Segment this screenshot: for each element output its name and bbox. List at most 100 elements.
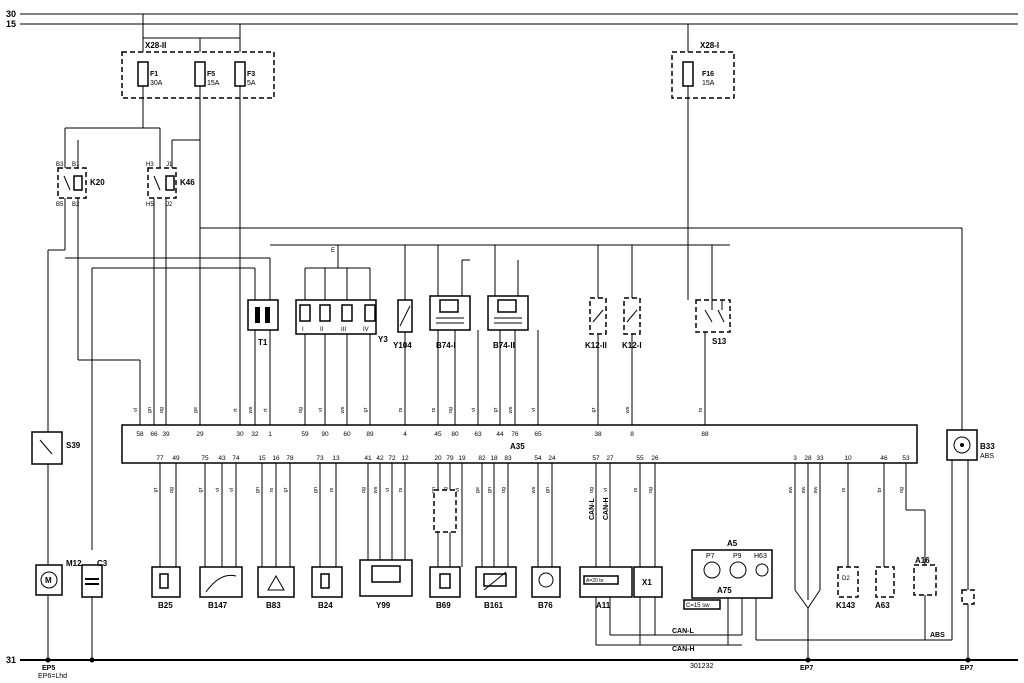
b147-label: B147 xyxy=(208,601,228,610)
distribution-bus: E xyxy=(65,227,963,550)
ground-merge-ep7: EP7 xyxy=(794,463,821,672)
k12-ii-label: K12-II xyxy=(585,341,607,350)
component-y99: Y99 xyxy=(359,463,413,610)
a35-bottom-pin: 13 xyxy=(332,455,340,462)
a35-bottom-pin: 26 xyxy=(651,455,659,462)
top-wire-color-tag: vi xyxy=(133,408,139,412)
a35-top-pin: 45 xyxy=(434,431,442,438)
a35-bottom-pin: 53 xyxy=(902,455,910,462)
component-b161: B161 xyxy=(475,463,517,610)
a35-top-pin: 76 xyxy=(511,431,519,438)
component-y104: Y104 xyxy=(393,299,413,425)
fuse-f1-rating: 30A xyxy=(150,80,163,87)
a35-bottom-pin: 10 xyxy=(844,455,852,462)
top-wire-color-tag: ge xyxy=(193,407,199,413)
a35-bottom-pin: 28 xyxy=(804,455,812,462)
bottom-wire-color-tag: gn xyxy=(313,487,319,493)
a35-bottom-pin: 24 xyxy=(548,455,556,462)
a35-top-pin: 60 xyxy=(343,431,351,438)
component-s39: S39 xyxy=(31,431,81,565)
top-wire-color-tag: og xyxy=(159,407,165,413)
a35-bottom-pin: 41 xyxy=(364,455,372,462)
k20-pin-b2: B2 xyxy=(72,202,80,208)
top-wire-color-tag: ws xyxy=(508,406,514,414)
component-t1: T1 xyxy=(247,299,279,425)
bottom-wire-color-tag: og xyxy=(361,487,367,493)
fuse-box-x28-ii: X28-II F1 30A F5 15A F3 5A xyxy=(121,14,275,99)
bottom-wire-color-tag: vi xyxy=(385,488,391,492)
a35-top-pin: 88 xyxy=(701,431,709,438)
a35-bottom-pin: 78 xyxy=(286,455,294,462)
component-b33: B33 ABS EP7 xyxy=(946,429,995,672)
rail-15-label: 15 xyxy=(6,19,16,29)
a35-top-pin: 80 xyxy=(451,431,459,438)
k46-pin-h5: H5 xyxy=(146,202,154,208)
a35-bottom-pin: 27 xyxy=(606,455,614,462)
bottom-wire-color-tag: sw xyxy=(813,487,819,494)
b161-label: B161 xyxy=(484,601,504,610)
a35-top-pin: 4 xyxy=(403,431,407,438)
t1-label: T1 xyxy=(258,338,268,347)
relay-k46-label: K46 xyxy=(180,178,195,187)
can-l-vertical-label: CAN-L xyxy=(589,498,596,520)
a35-bottom-pin: 72 xyxy=(388,455,396,462)
x1-label: X1 xyxy=(642,578,652,587)
a35-top-pin: 89 xyxy=(366,431,374,438)
p7-label: P7 xyxy=(706,553,715,560)
component-b24: B24 xyxy=(311,463,343,610)
b74-ii-label: B74-II xyxy=(493,341,515,350)
a35-bottom-pin: 19 xyxy=(458,455,466,462)
bottom-wire-color-tag: og xyxy=(169,487,175,493)
diagram-number: 301232 xyxy=(690,663,713,670)
s39-label: S39 xyxy=(66,441,81,450)
a35-top-pin: 44 xyxy=(496,431,504,438)
bottom-wire-color-tag: og xyxy=(899,487,905,493)
ep6-label: EP6=Lhd xyxy=(38,673,67,680)
bottom-wire-color-tag: gr xyxy=(283,487,289,492)
bottom-wire-color-tag: gn xyxy=(545,487,551,493)
bottom-wire-color-tag: rs xyxy=(398,487,404,492)
component-s13: S13 xyxy=(695,299,731,425)
top-wire-color-tag: gr xyxy=(591,407,597,412)
y3-label: Y3 xyxy=(378,335,388,344)
relay-k20-label: K20 xyxy=(90,178,105,187)
component-a16: A16 xyxy=(905,463,937,640)
top-wire-color-tag: vi xyxy=(531,408,537,412)
bottom-wire-color-tag: rs xyxy=(269,487,275,492)
a35-top-pin: 58 xyxy=(136,431,144,438)
bottom-wire-color-tag: ge xyxy=(475,487,481,493)
component-b74-i: B74-I xyxy=(429,295,471,425)
k46-pin-j1: J1 xyxy=(166,162,173,168)
x28-ii-label: X28-II xyxy=(145,41,166,50)
a5-label: A5 xyxy=(727,539,738,548)
top-wire-color-tag: og xyxy=(298,407,304,413)
ep7-right-label: EP7 xyxy=(960,665,973,672)
bottom-wire-colors: groggrvivignrsgrgnrsogwsvirsgnogvigegnog… xyxy=(153,486,905,494)
a35-top-pin: 38 xyxy=(594,431,602,438)
component-k12-ii: K12-II xyxy=(585,297,607,425)
bottom-wire-color-tag: gn xyxy=(255,487,261,493)
top-wire-color-tag: vi xyxy=(471,408,477,412)
ep5-label: EP5 xyxy=(42,665,55,672)
a35-label: A35 xyxy=(510,442,525,451)
top-wire-color-tag: og xyxy=(448,407,454,413)
bottom-wire-color-tag: vi xyxy=(455,488,461,492)
bottom-wire-color-tag: gr xyxy=(198,487,204,492)
top-wire-color-tag: vi xyxy=(318,408,324,412)
fuse-f3-rating: 5A xyxy=(247,80,256,87)
top-wire-color-tag: ws xyxy=(340,406,346,414)
a75-note: C=15 sw xyxy=(686,603,710,609)
a35-bottom-pin: 16 xyxy=(272,455,280,462)
a35-bottom-pin: 79 xyxy=(446,455,454,462)
a35-bottom-pin: 73 xyxy=(316,455,324,462)
b25-label: B25 xyxy=(158,601,173,610)
b24-label: B24 xyxy=(318,601,333,610)
top-wire-color-tag: ws xyxy=(248,406,254,414)
fuse-f5-label: F5 xyxy=(207,71,215,78)
a35-bottom-pin: 82 xyxy=(478,455,486,462)
component-b76: B76 xyxy=(531,463,561,610)
bottom-wire-color-tag: ws xyxy=(531,486,537,494)
